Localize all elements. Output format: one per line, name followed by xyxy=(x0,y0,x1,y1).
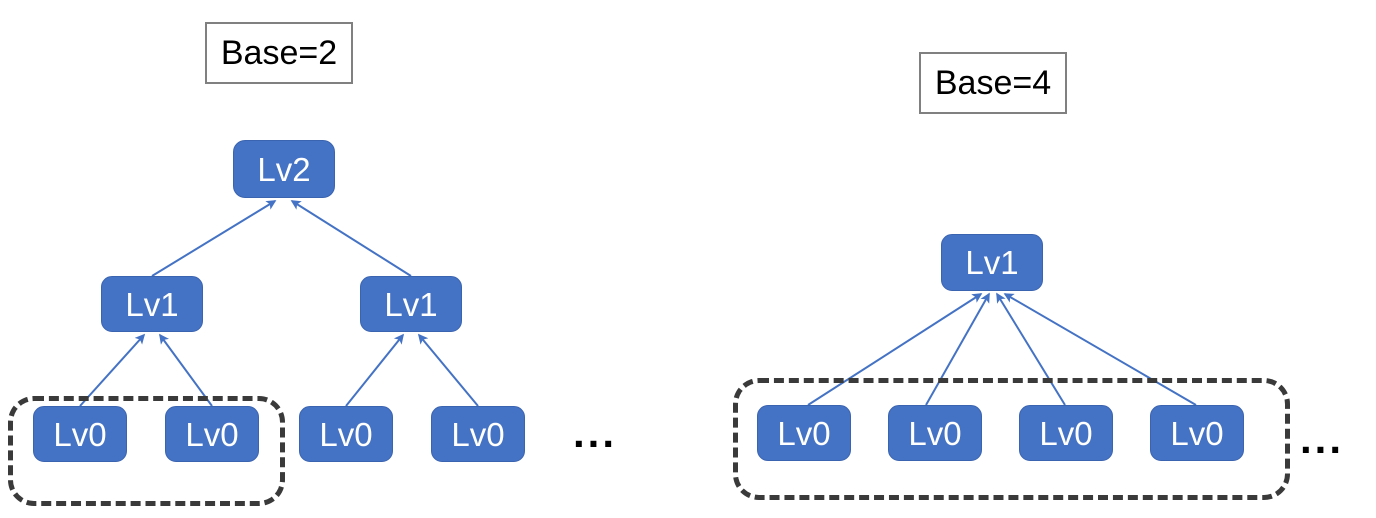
node-label: Lv0 xyxy=(1170,414,1224,452)
node-label: Lv0 xyxy=(777,414,831,452)
node-lv1-left[interactable]: Lv1 xyxy=(101,276,203,332)
node-lv0-4[interactable]: Lv0 xyxy=(1150,405,1244,461)
node-label: Lv0 xyxy=(53,415,107,453)
node-lv2[interactable]: Lv2 xyxy=(233,140,335,198)
ellipsis-base-2: ... xyxy=(573,409,618,456)
node-lv0-2[interactable]: Lv0 xyxy=(165,406,259,462)
node-label: Lv0 xyxy=(451,415,505,453)
caption-label: Base=4 xyxy=(934,64,1052,102)
node-lv1-right[interactable]: Lv1 xyxy=(360,276,462,332)
node-label: Lv0 xyxy=(319,415,373,453)
node-lv0-4[interactable]: Lv0 xyxy=(431,406,525,462)
edge-l-lv0-3-to-l-lv1-b xyxy=(345,333,405,407)
edges xyxy=(79,200,1197,407)
edge-l-lv1-b-to-l-lv2 xyxy=(290,200,412,277)
node-label: Lv0 xyxy=(185,415,239,453)
caption-base-2: Base=2 xyxy=(205,22,353,84)
caption-label: Base=2 xyxy=(220,34,338,72)
ellipsis-base-4: ... xyxy=(1300,415,1345,462)
node-label: Lv1 xyxy=(384,285,438,323)
node-label: Lv1 xyxy=(965,244,1019,281)
edge-l-lv0-4-to-l-lv1-b xyxy=(417,333,479,407)
node-lv0-2[interactable]: Lv0 xyxy=(888,405,982,461)
node-lv0-1[interactable]: Lv0 xyxy=(757,405,851,461)
node-lv0-3[interactable]: Lv0 xyxy=(299,406,393,462)
node-label: Lv0 xyxy=(908,414,962,452)
group-frame-base-2 xyxy=(8,396,285,506)
edge-l-lv1-a-to-l-lv2 xyxy=(151,200,277,277)
node-lv1[interactable]: Lv1 xyxy=(941,234,1043,291)
node-label: Lv0 xyxy=(1039,414,1093,452)
group-frame-base-4 xyxy=(733,378,1290,500)
node-label: Lv2 xyxy=(257,150,311,188)
caption-base-4: Base=4 xyxy=(919,52,1067,114)
node-lv0-1[interactable]: Lv0 xyxy=(33,406,127,462)
node-label: Lv1 xyxy=(125,285,179,323)
node-lv0-3[interactable]: Lv0 xyxy=(1019,405,1113,461)
